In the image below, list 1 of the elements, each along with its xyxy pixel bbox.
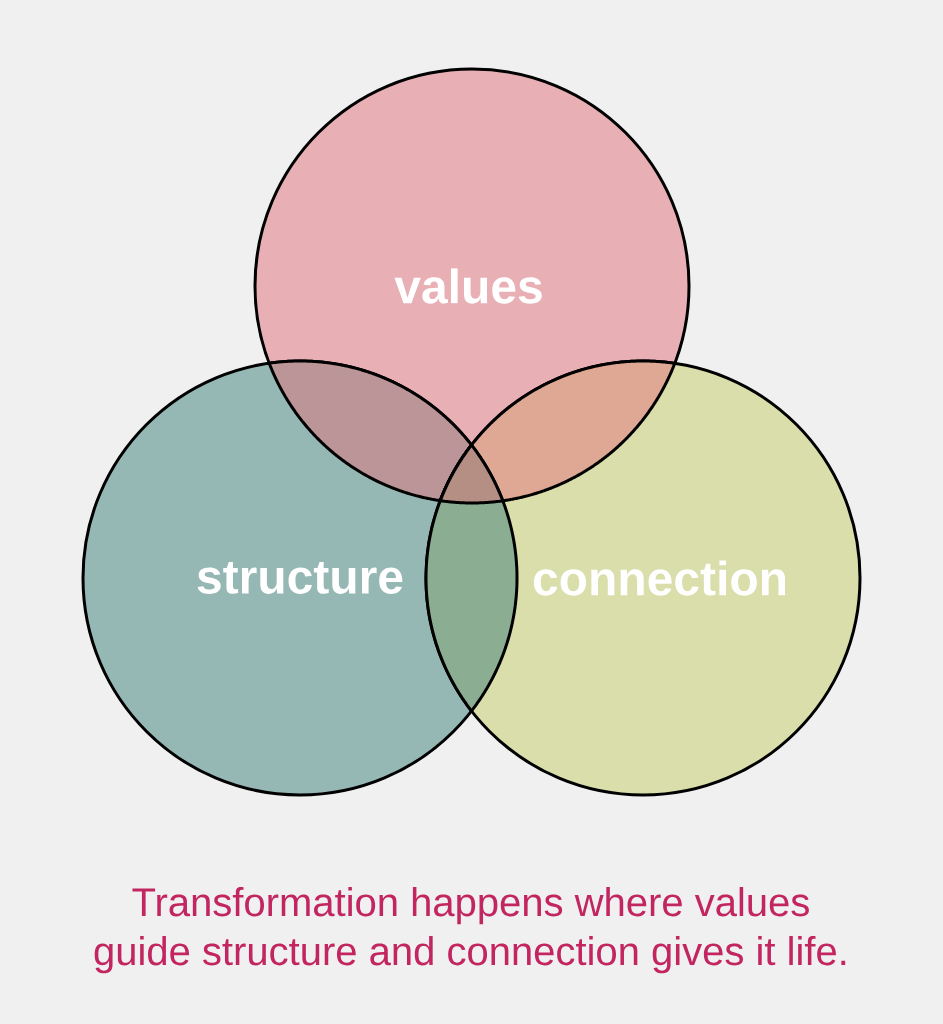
caption: Transformation happens where values guide structure and connection gives it life. [94, 887, 846, 974]
